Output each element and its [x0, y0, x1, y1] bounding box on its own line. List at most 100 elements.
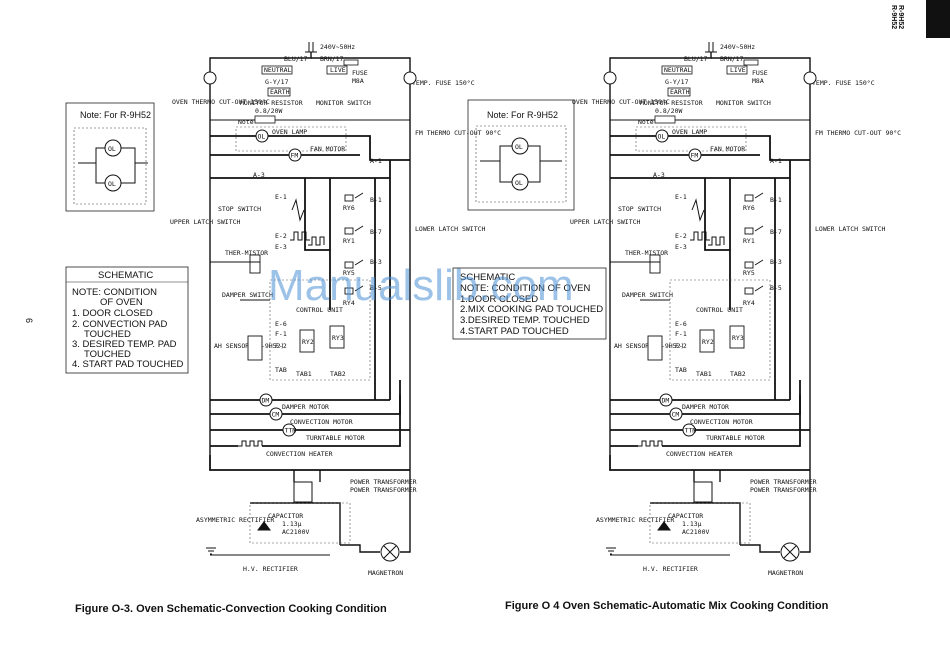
neutral-label: NEUTRAL: [664, 66, 691, 74]
tab-label: TAB: [675, 366, 687, 374]
schematic-line: 4.START PAD TOUCHED: [460, 326, 569, 337]
schematic-line: 1. DOOR CLOSED: [72, 308, 153, 319]
ry5-label: RY5: [343, 269, 355, 277]
upper-latch-label: UPPER LATCH SWITCH: [170, 218, 241, 226]
wire: [754, 225, 764, 232]
plug-icon: [305, 42, 317, 53]
ry1-coil: [344, 227, 354, 235]
fan-motor-label: FAN MOTOR: [710, 145, 745, 153]
ry3-label: RY3: [332, 334, 344, 342]
wire: [340, 544, 380, 553]
fm-thermo-label: FM THERMO CUT-OUT 90°C: [415, 129, 501, 137]
temp-fuse-label: TEMP. FUSE 150°C: [812, 79, 875, 87]
ry2-coil: [699, 329, 715, 353]
fm-thermo-label: FM THERMO CUT-OUT 90°C: [815, 129, 901, 137]
schematic-line: 4. START PAD TOUCHED: [72, 359, 184, 370]
schematic-line: NOTE: CONDITION OF OVEN: [460, 283, 591, 294]
power-transformer-label-2: POWER TRANSFORMER: [350, 486, 417, 494]
damper-motor-label: DAMPER MOTOR: [282, 403, 329, 411]
blu-label: BLU/17: [684, 55, 708, 63]
damper-switch-label: DAMPER SWITCH: [622, 291, 673, 299]
earth-box: [267, 87, 291, 97]
rectifier-box: [649, 502, 751, 544]
ry4-coil: [344, 287, 354, 295]
caption-left: Figure O-3. Oven Schematic-Convection Co…: [75, 603, 387, 615]
f2-label: F-2: [275, 342, 287, 350]
convection-heater-label: CONVECTION HEATER: [266, 450, 333, 458]
e2-label: E-2: [675, 232, 687, 240]
fuse-label: FUSE: [752, 69, 768, 77]
ry5-label: RY5: [743, 269, 755, 277]
neutral-box: [661, 65, 693, 75]
schematic-line: TOUCHED: [84, 329, 131, 340]
ry2-label: RY2: [302, 338, 314, 346]
damper-switch-label: DAMPER SWITCH: [222, 291, 273, 299]
ry3-label: RY3: [732, 334, 744, 342]
monitor-resistor-label: MONITOR RESISTOR: [640, 99, 703, 107]
convection-heater-icon: [638, 440, 663, 447]
turntable-motor-symbol: TTM: [285, 426, 297, 434]
e3-label: E-3: [675, 243, 687, 251]
schematic-line: 2.MIX COOKING PAD TOUCHED: [460, 304, 603, 315]
e1-label: E-1: [275, 193, 287, 201]
wire: [311, 57, 411, 470]
schematic-note-right: SCHEMATIC NOTE: CONDITION OF OVEN 1.DOOR…: [452, 267, 607, 340]
live-label: LIVE: [730, 66, 746, 74]
magnetron-label: MAGNETRON: [768, 569, 803, 577]
wire: [354, 259, 364, 266]
capacitor-value-2: AC2100V: [282, 528, 309, 536]
ry6-coil: [744, 194, 754, 202]
lower-latch-label: LOWER LATCH SWITCH: [815, 225, 886, 233]
b1-label: B-1: [370, 196, 382, 204]
side-tab: [926, 0, 950, 38]
oven-thermo-icon: [203, 71, 217, 85]
earth-label: EARTH: [270, 88, 290, 96]
a3-label: A-3: [653, 171, 665, 179]
wire: [354, 285, 364, 292]
wire: [609, 52, 712, 455]
fuse-icon: [343, 59, 359, 66]
gy-label: G-Y/17: [665, 78, 689, 86]
fuse-icon: [743, 59, 759, 66]
ry4-coil: [744, 287, 754, 295]
ah-sensor-icon: [247, 335, 263, 361]
plug-icon: [705, 42, 717, 53]
blu-label: BLU/17: [284, 55, 308, 63]
monitor-switch-label: MONITOR SWITCH: [316, 99, 371, 107]
live-box: [326, 65, 348, 75]
damper-motor-icon: [259, 393, 273, 407]
monitor-resistor-value: 0.8/20W: [655, 107, 682, 115]
damper-motor-label: DAMPER MOTOR: [682, 403, 729, 411]
convection-heater-icon: [238, 440, 263, 447]
magnetron-label: MAGNETRON: [368, 569, 403, 577]
ol-icon: [104, 139, 122, 157]
oven-lamp-label: OVEN LAMP: [672, 128, 707, 136]
schematic-line: TOUCHED: [84, 349, 131, 360]
heater-coil-icon: [308, 236, 325, 246]
b1-label: B-1: [770, 196, 782, 204]
control-unit-label: CONTROL UNIT: [696, 306, 743, 314]
wire: [209, 52, 312, 455]
lower-latch-label: LOWER LATCH SWITCH: [415, 225, 486, 233]
wire: [740, 544, 780, 553]
fan-motor-symbol: FM: [691, 151, 699, 159]
heater-coil-icon: [708, 236, 725, 246]
schematic-line: SCHEMATIC: [460, 272, 515, 283]
oven-thermo-icon: [603, 71, 617, 85]
capacitor-value-1: 1.13μ: [682, 520, 702, 528]
note-box-left: Note: For R-9H52 OL OL: [65, 102, 155, 212]
e6-label: E-6: [275, 320, 287, 328]
neutral-box: [261, 65, 293, 75]
monitor-resistor-value: 0.8/20W: [255, 107, 282, 115]
damper-motor-symbol: DM: [662, 396, 670, 404]
fan-motor-icon: [288, 148, 302, 162]
tab1-label: TAB1: [696, 370, 712, 378]
ry4-label: RY4: [343, 299, 355, 307]
turntable-motor-icon: [682, 423, 696, 437]
note-label: Note: [238, 118, 254, 126]
capacitor-value-1: 1.13μ: [282, 520, 302, 528]
upper-latch-label: UPPER LATCH SWITCH: [570, 218, 641, 226]
convection-motor-label: CONVECTION MOTOR: [690, 418, 753, 426]
schematic-line: NOTE: CONDITION: [72, 287, 157, 298]
temp-fuse-icon: [403, 71, 417, 85]
